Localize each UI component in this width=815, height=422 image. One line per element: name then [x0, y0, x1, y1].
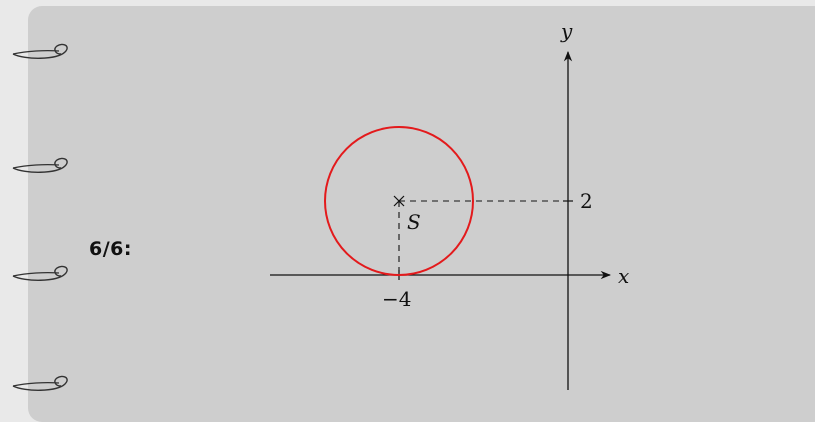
slide-card: [28, 6, 815, 422]
binding-ring-icon: [12, 265, 68, 281]
x-tick-label: −4: [382, 287, 411, 311]
binding-ring-icon: [12, 43, 68, 59]
y-tick-label: 2: [580, 189, 593, 213]
slide-counter: 6/6:: [89, 238, 132, 260]
center-label: S: [407, 210, 421, 234]
x-axis-label: x: [618, 264, 629, 288]
binding-ring-icon: [12, 157, 68, 173]
binding-ring-icon: [12, 375, 68, 391]
y-axis-label: y: [560, 19, 573, 43]
center-point-marker: [393, 195, 405, 207]
circle: [324, 126, 474, 276]
